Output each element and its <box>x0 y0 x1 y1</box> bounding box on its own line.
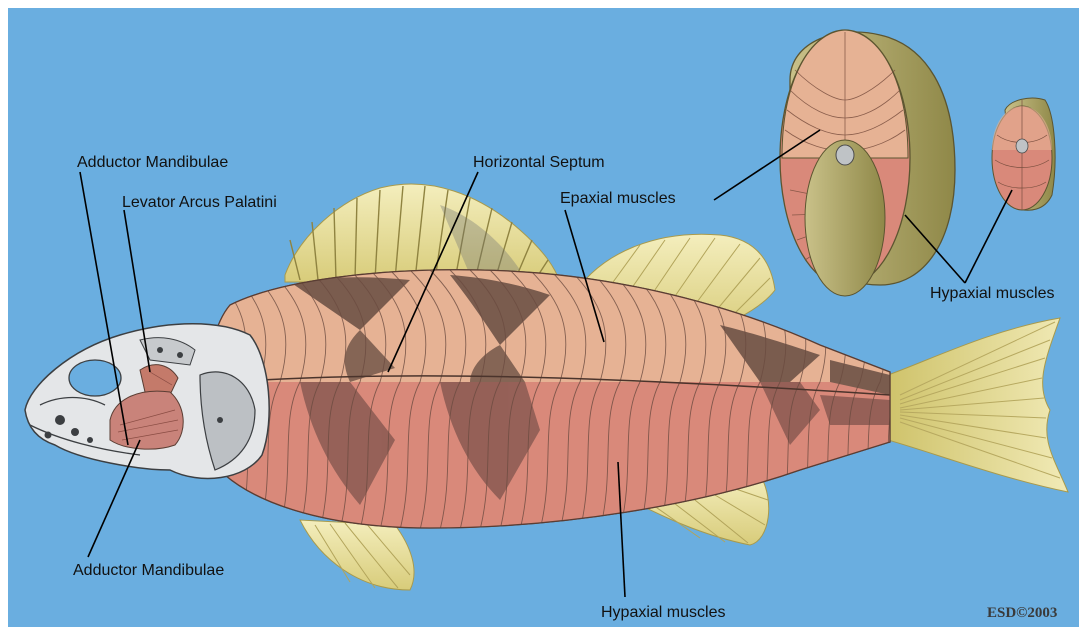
label-hypaxial-muscles-inset: Hypaxial muscles <box>930 285 1054 302</box>
label-epaxial-muscles: Epaxial muscles <box>560 190 676 207</box>
label-horizontal-septum: Horizontal Septum <box>473 154 605 171</box>
label-levator-arcus-palatini: Levator Arcus Palatini <box>122 194 277 211</box>
label-adductor-mandibulae-lower: Adductor Mandibulae <box>73 562 224 579</box>
label-hypaxial-muscles-bottom: Hypaxial muscles <box>601 604 725 621</box>
cross-section-large <box>780 30 955 296</box>
label-adductor-mandibulae-upper: Adductor Mandibulae <box>77 154 228 171</box>
copyright-credit: ESD©2003 <box>987 605 1057 621</box>
